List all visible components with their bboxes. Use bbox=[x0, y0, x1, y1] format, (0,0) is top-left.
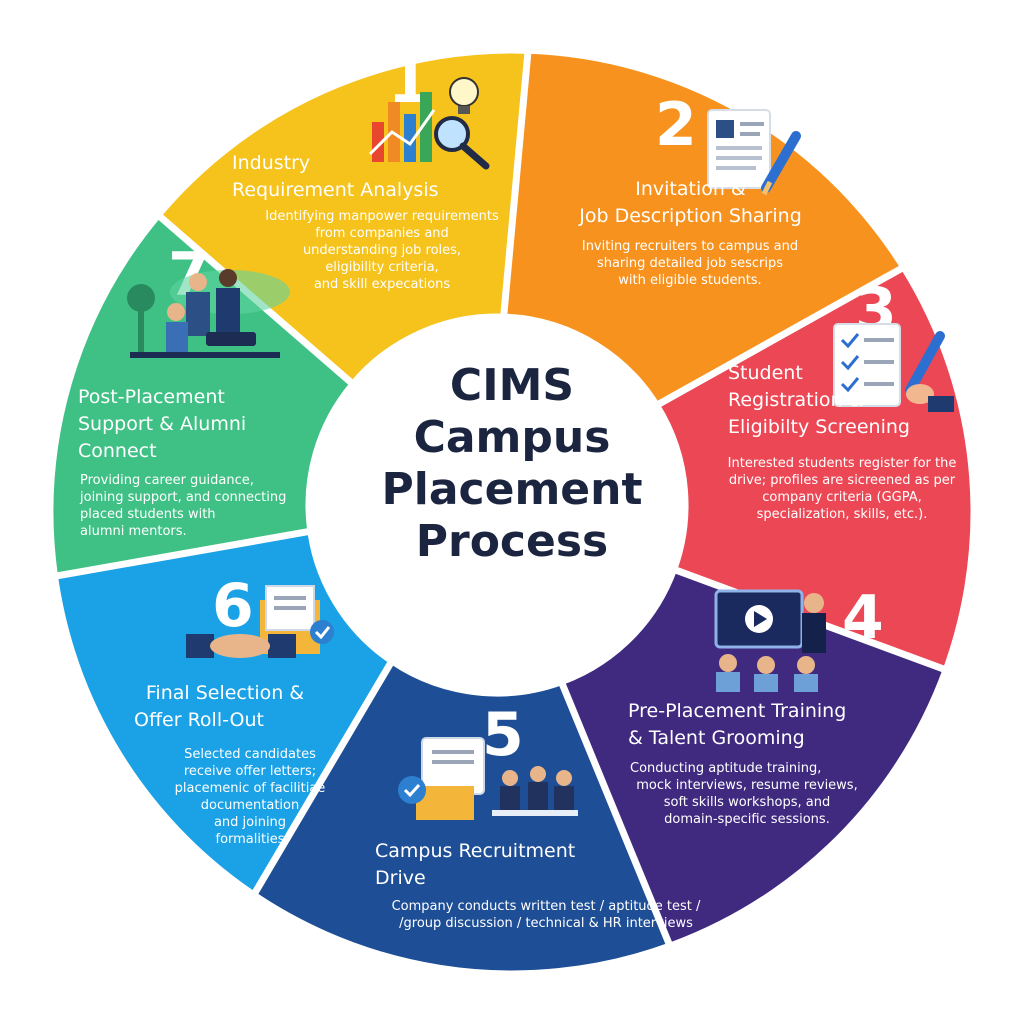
step-4-desc-line: domain-specific sessions. bbox=[664, 812, 830, 827]
step-4-number: 4 bbox=[842, 583, 884, 653]
step-7-desc-line: joining support, and connecting bbox=[80, 490, 287, 505]
job-description-document-pen-icon bbox=[707, 109, 801, 196]
segment-7-post-placement-support bbox=[46, 210, 358, 581]
step-2-description: Inviting recruiters to campus and sharin… bbox=[565, 238, 815, 289]
step-2-title-line: Job Description Sharing bbox=[579, 205, 802, 227]
step-5-number: 5 bbox=[482, 700, 524, 770]
step-5-description: Company conducts written test / aptitude… bbox=[376, 898, 716, 932]
step-3-title-line: Registration & bbox=[728, 389, 864, 411]
step-5-title-line: Drive bbox=[375, 867, 426, 889]
step-5-desc-line: /group discussion / technical & HR inter… bbox=[399, 916, 693, 931]
step-6-desc-line: receive offer letters; bbox=[183, 764, 317, 779]
step-6-title-line: Final Selection & bbox=[145, 682, 305, 704]
step-7-desc-line: placed students with bbox=[80, 507, 216, 522]
step-6-desc-line: documentation bbox=[200, 798, 300, 813]
step-3-title: Student Registration & Eligibilty Screen… bbox=[728, 360, 938, 441]
step-5-title: Campus Recruitment Drive bbox=[375, 838, 635, 892]
step-4-desc-line: soft skills workshops, and bbox=[663, 795, 831, 810]
step-6-number: 6 bbox=[212, 571, 254, 641]
step-7-title-line: Connect bbox=[78, 440, 157, 462]
center-title-line: CIMS bbox=[449, 360, 575, 411]
step-6-description: Selected candidates receive offer letter… bbox=[150, 746, 350, 848]
step-2-number: 2 bbox=[655, 90, 697, 160]
step-3-description: Interested students register for the dri… bbox=[712, 455, 972, 523]
step-4-description: Conducting aptitude training, mock inter… bbox=[622, 760, 872, 828]
center-title: CIMS Campus Placement Process bbox=[372, 360, 652, 568]
step-1-title-line: Requirement Analysis bbox=[232, 179, 439, 201]
center-title-line: Placement bbox=[381, 464, 643, 515]
center-title-line: Process bbox=[415, 516, 609, 567]
step-1-desc-line: from companies and bbox=[315, 226, 449, 241]
step-3-desc-line: specialization, skills, etc.). bbox=[756, 507, 928, 522]
step-4-desc-line: mock interviews, resume reviews, bbox=[636, 778, 858, 793]
center-title-line: Campus bbox=[413, 412, 611, 463]
step-4-title: Pre-Placement Training & Talent Grooming bbox=[628, 698, 898, 752]
step-6-title-line: Offer Roll-Out bbox=[134, 709, 264, 731]
step-4-title-line: Pre-Placement Training bbox=[628, 700, 847, 722]
step-7-title-line: Support & Alumni bbox=[78, 413, 247, 435]
step-2-title: Invitation & Job Description Sharing bbox=[558, 176, 823, 230]
step-6-desc-line: placemenic of facilitiae bbox=[174, 781, 326, 796]
step-2-title-line: Invitation & bbox=[635, 178, 746, 200]
step-1-title-line: Industry bbox=[232, 152, 311, 174]
bar-chart-lightbulb-magnifier-icon bbox=[368, 77, 490, 170]
step-7-title-line: Post-Placement bbox=[78, 386, 225, 408]
step-7-description: Providing career guidance, joining suppo… bbox=[80, 472, 310, 540]
step-4-desc-line: Conducting aptitude training, bbox=[630, 761, 822, 776]
step-2-desc-line: Inviting recruiters to campus and bbox=[581, 239, 799, 254]
step-6-title: Final Selection & Offer Roll-Out bbox=[130, 680, 320, 734]
center-circle bbox=[309, 317, 685, 693]
step-6-desc-line: Selected candidates bbox=[184, 747, 316, 762]
step-6-desc-line: and joining bbox=[213, 815, 287, 830]
step-1-description: Identifying manpower requirements from c… bbox=[262, 208, 502, 293]
recruitment-interview-panel-icon bbox=[398, 737, 578, 820]
step-3-title-line: Eligibilty Screening bbox=[728, 416, 910, 438]
step-2-desc-line: with eligible students. bbox=[618, 273, 762, 288]
step-3-desc-line: company criteria (GGPA, bbox=[762, 490, 922, 505]
step-3-desc-line: drive; profiles are sicreened as per bbox=[728, 473, 956, 488]
step-3-desc-line: Interested students register for the bbox=[727, 456, 957, 471]
handshake-offer-letter-icon bbox=[186, 585, 334, 658]
step-7-desc-line: alumni mentors. bbox=[80, 524, 187, 539]
step-6-desc-line: formalities bbox=[215, 832, 285, 847]
step-1-title: Industry Requirement Analysis bbox=[232, 150, 482, 204]
step-5-desc-line: Company conducts written test / aptitude… bbox=[391, 899, 701, 914]
step-1-desc-line: understanding job roles, bbox=[302, 243, 462, 258]
alumni-mentoring-icon bbox=[127, 269, 290, 358]
step-5-title-line: Campus Recruitment bbox=[375, 840, 576, 862]
step-7-title: Post-Placement Support & Alumni Connect bbox=[78, 384, 298, 465]
step-7-desc-line: Providing career guidance, bbox=[80, 473, 254, 488]
training-presentation-icon bbox=[714, 589, 826, 692]
step-1-desc-line: eligibility criteria, bbox=[325, 260, 439, 275]
step-1-desc-line: and skill expecations bbox=[313, 277, 451, 292]
checklist-clipboard-pen-icon bbox=[833, 323, 954, 412]
step-1-desc-line: Identifying manpower requirements bbox=[265, 209, 499, 224]
step-3-title-line: Student bbox=[728, 362, 803, 384]
step-2-desc-line: sharing detailed job sescrips bbox=[596, 256, 784, 271]
step-4-title-line: & Talent Grooming bbox=[628, 727, 805, 749]
